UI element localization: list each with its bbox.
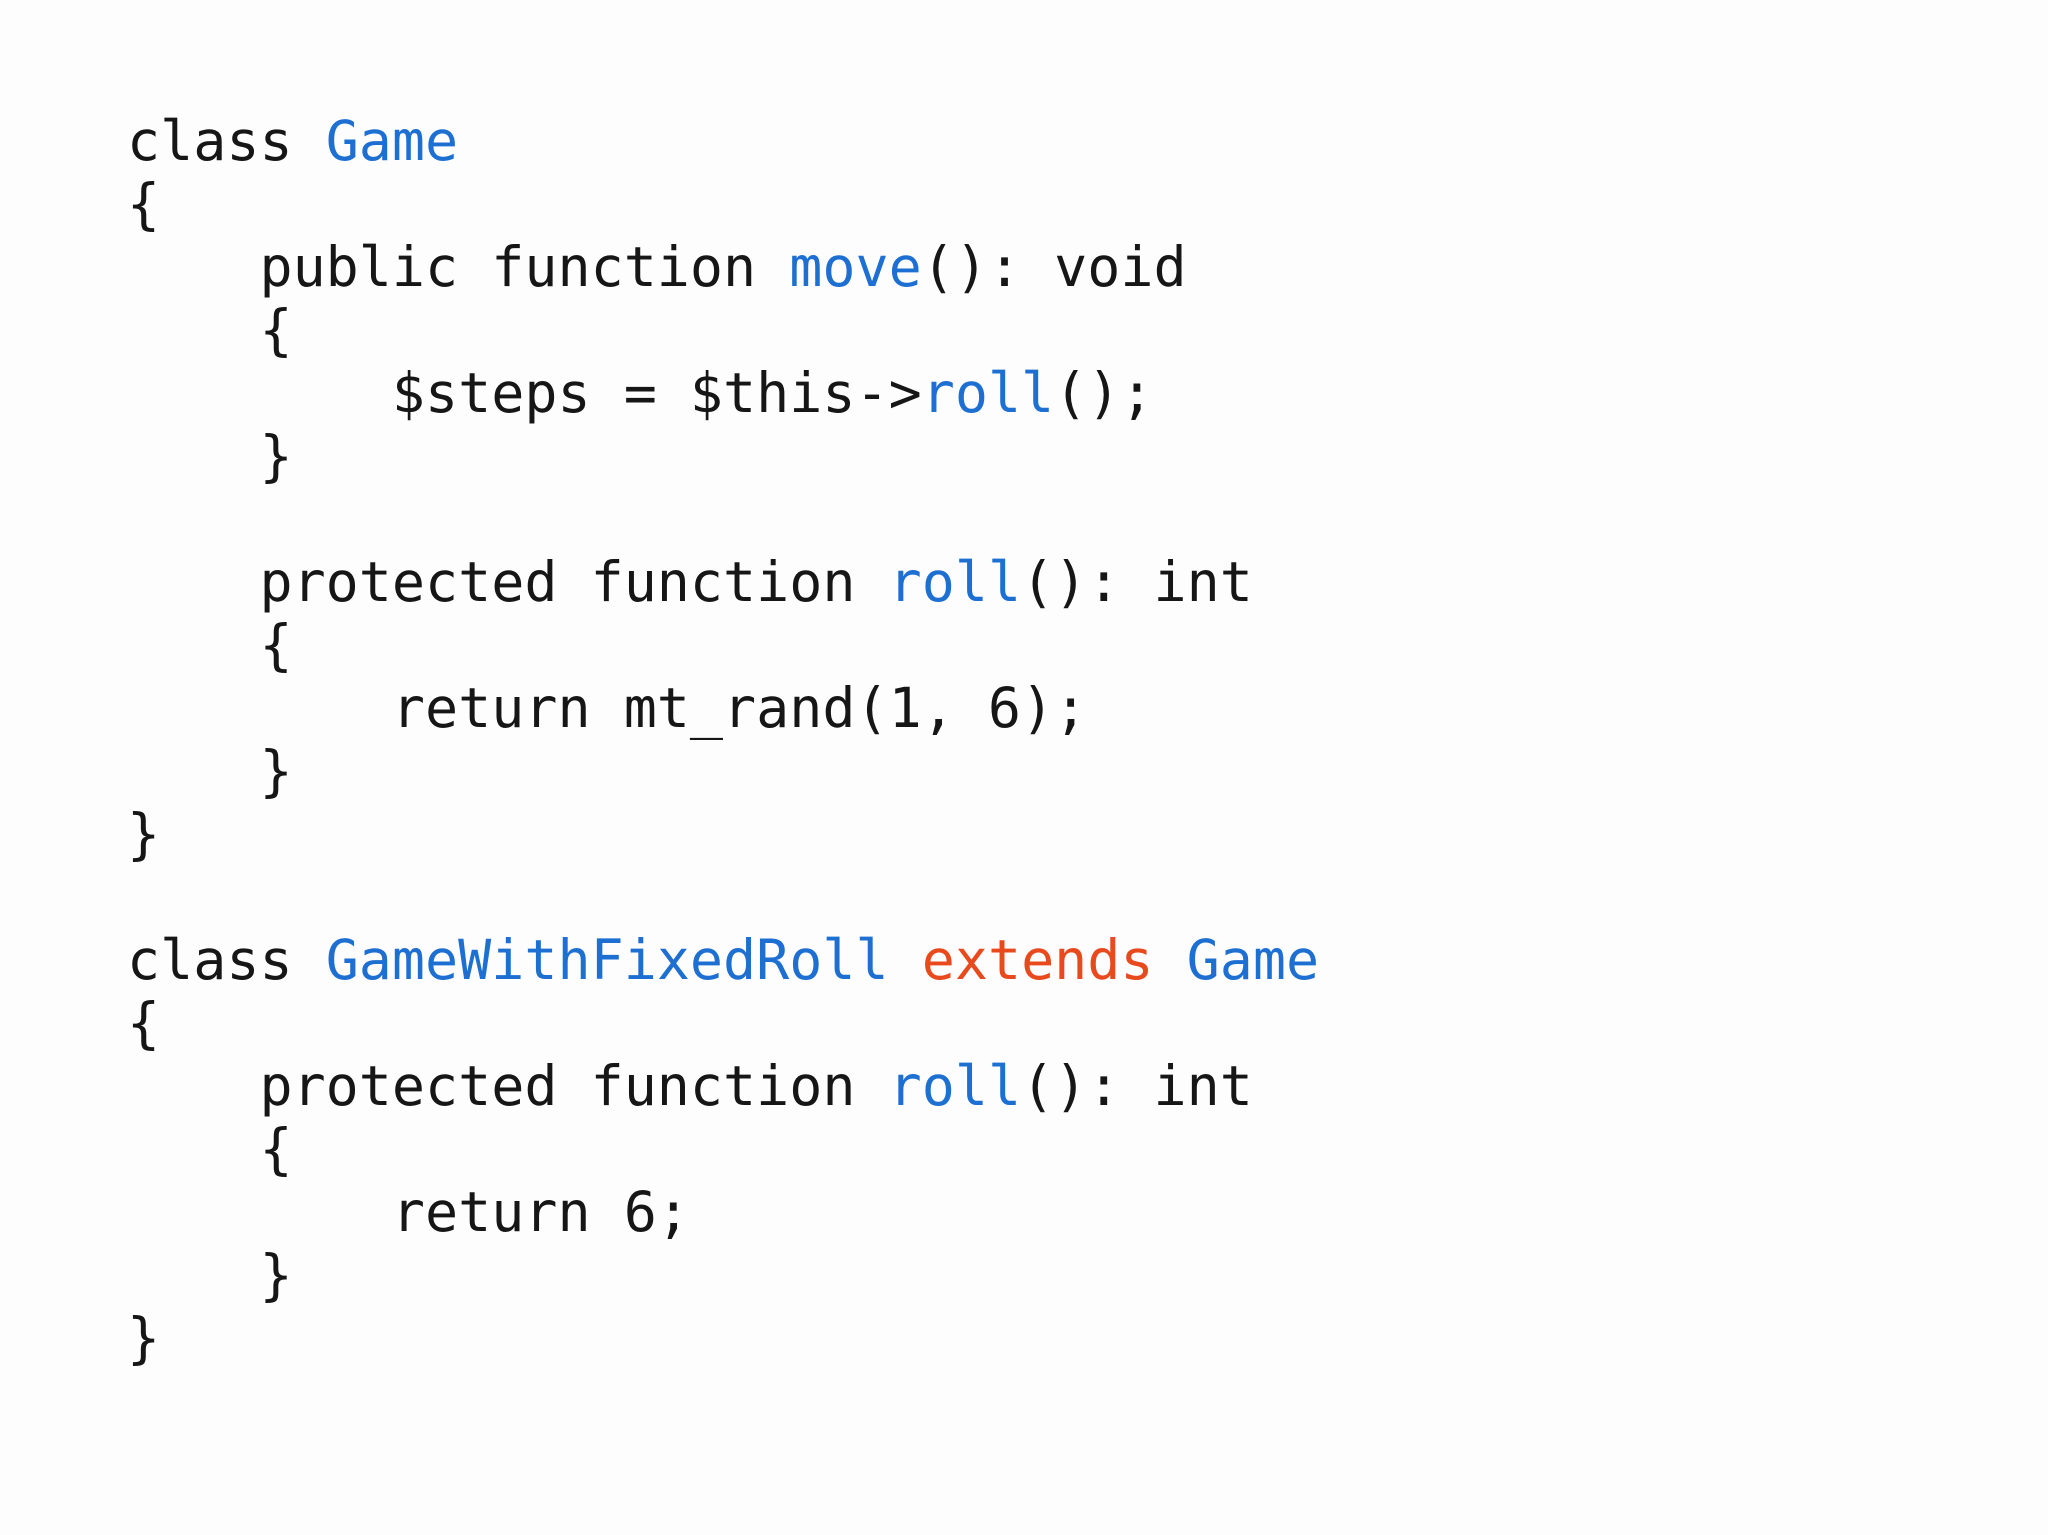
code-line: } bbox=[127, 425, 1319, 488]
identifier-token: move bbox=[789, 235, 922, 299]
code-line: } bbox=[127, 803, 1319, 866]
plain-token: (); bbox=[1054, 361, 1154, 425]
identifier-token: Game bbox=[1186, 928, 1320, 992]
keyword-token: extends bbox=[921, 928, 1154, 992]
plain-token: { bbox=[127, 1117, 293, 1181]
identifier-token: roll bbox=[921, 361, 1055, 425]
code-line: public function move(): void bbox=[127, 236, 1319, 299]
code-line: { bbox=[127, 173, 1319, 236]
identifier-token: roll bbox=[888, 1054, 1022, 1118]
identifier-token: roll bbox=[888, 550, 1022, 614]
identifier-token: Game bbox=[325, 109, 459, 173]
plain-token: return mt_rand(1, 6); bbox=[127, 676, 1088, 740]
plain-token: } bbox=[127, 802, 161, 866]
plain-token: { bbox=[127, 298, 293, 362]
plain-token: (): void bbox=[921, 235, 1187, 299]
identifier-token: GameWithFixedRoll bbox=[325, 928, 889, 992]
plain-token: { bbox=[127, 991, 161, 1055]
code-line bbox=[127, 488, 1319, 551]
code-line: { bbox=[127, 1118, 1319, 1181]
plain-token: protected function bbox=[127, 550, 889, 614]
plain-token: { bbox=[127, 613, 293, 677]
plain-token bbox=[1154, 928, 1187, 992]
code-line: { bbox=[127, 992, 1319, 1055]
code-line: { bbox=[127, 614, 1319, 677]
code-line: { bbox=[127, 299, 1319, 362]
plain-token: { bbox=[127, 172, 161, 236]
code-line: } bbox=[127, 1307, 1319, 1370]
code-line: } bbox=[127, 1244, 1319, 1307]
code-line: return 6; bbox=[127, 1181, 1319, 1244]
plain-token: (): int bbox=[1021, 550, 1253, 614]
plain-token bbox=[889, 928, 922, 992]
code-line: return mt_rand(1, 6); bbox=[127, 677, 1319, 740]
plain-token: } bbox=[127, 1243, 293, 1307]
plain-token: } bbox=[127, 424, 293, 488]
code-block: class Game{ public function move(): void… bbox=[127, 110, 1319, 1370]
code-line: protected function roll(): int bbox=[127, 551, 1319, 614]
plain-token: class bbox=[127, 928, 326, 992]
plain-token: class bbox=[127, 109, 326, 173]
plain-token: } bbox=[127, 1306, 161, 1370]
plain-token: public function bbox=[127, 235, 790, 299]
code-line: protected function roll(): int bbox=[127, 1055, 1319, 1118]
plain-token: (): int bbox=[1021, 1054, 1253, 1118]
code-line: class Game bbox=[127, 110, 1319, 173]
plain-token: } bbox=[127, 739, 293, 803]
plain-token: $steps = $this-> bbox=[127, 361, 922, 425]
plain-token: return 6; bbox=[127, 1180, 690, 1244]
plain-token: protected function bbox=[127, 1054, 889, 1118]
code-line: class GameWithFixedRoll extends Game bbox=[127, 929, 1319, 992]
code-line: } bbox=[127, 740, 1319, 803]
code-line bbox=[127, 866, 1319, 929]
code-line: $steps = $this->roll(); bbox=[127, 362, 1319, 425]
